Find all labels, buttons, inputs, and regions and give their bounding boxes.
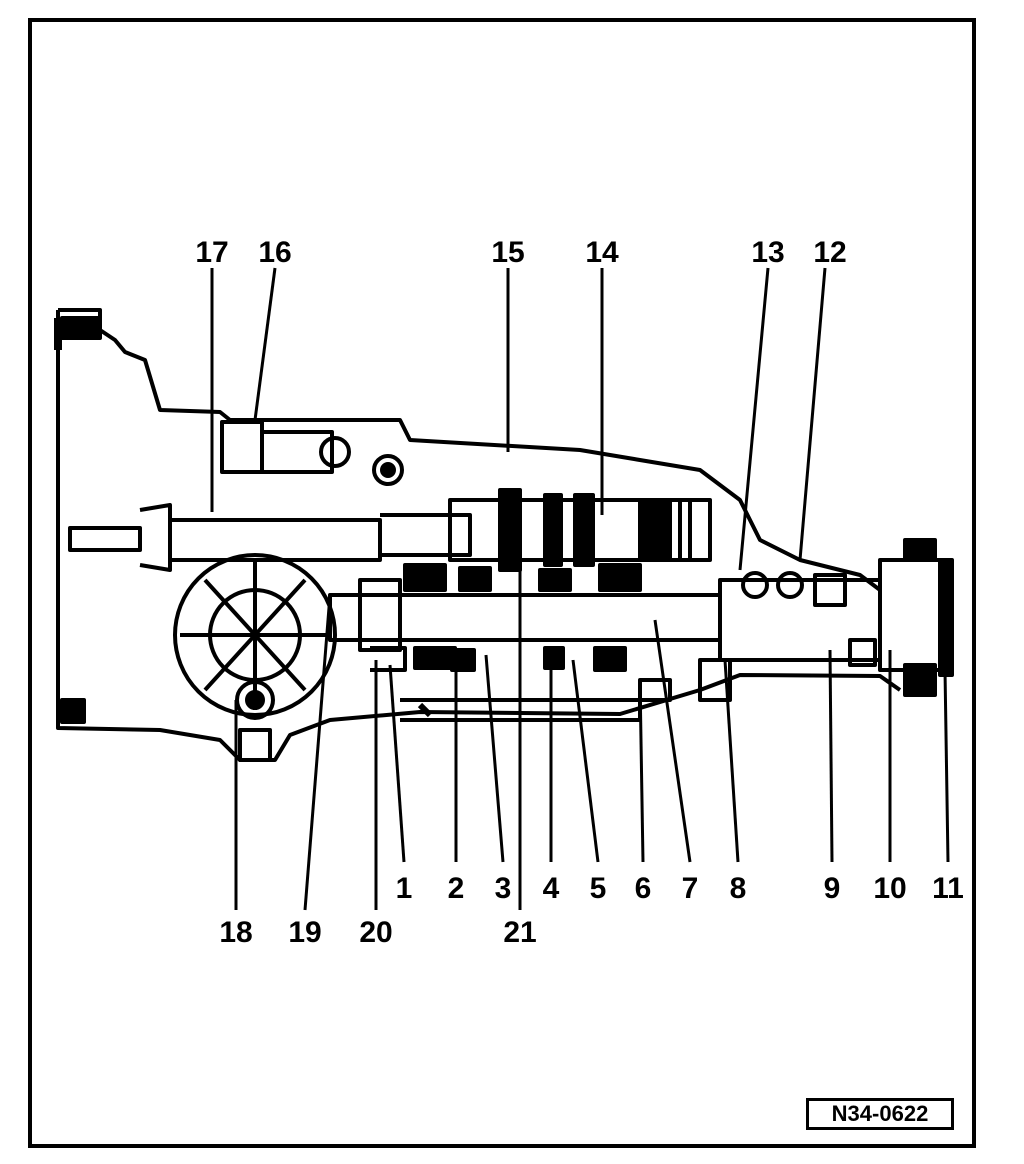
- callout-3: 3: [495, 872, 512, 905]
- callout-9: 9: [824, 872, 841, 905]
- callout-4: 4: [543, 872, 560, 905]
- callout-labels: 17 16 15 14 13 12 1 2 3 4 5 6 7 8 9 10 1…: [195, 236, 964, 949]
- callout-19: 19: [288, 916, 321, 949]
- callout-5: 5: [590, 872, 607, 905]
- callout-13: 13: [751, 236, 784, 269]
- upper-gear-cluster: [448, 488, 712, 572]
- callout-16: 16: [258, 236, 291, 269]
- leader-lines: [210, 267, 950, 911]
- callout-14: 14: [585, 236, 619, 269]
- callout-15: 15: [491, 236, 524, 269]
- callout-20: 20: [359, 916, 392, 949]
- callout-12: 12: [813, 236, 846, 269]
- callout-10: 10: [873, 872, 906, 905]
- callout-6: 6: [635, 872, 652, 905]
- input-shaft: [68, 526, 142, 552]
- reference-code-box: N34-0622: [806, 1098, 954, 1130]
- callout-2: 2: [448, 872, 465, 905]
- bell-housing: [58, 308, 882, 592]
- callout-11: 11: [932, 872, 964, 905]
- callout-18: 18: [219, 916, 252, 949]
- main-shaft: [328, 563, 722, 672]
- callout-1: 1: [396, 872, 413, 905]
- callout-7: 7: [682, 872, 699, 905]
- callout-8: 8: [730, 872, 747, 905]
- callout-17: 17: [195, 236, 228, 269]
- callout-21: 21: [503, 916, 536, 949]
- diagram-frame: [28, 18, 976, 1148]
